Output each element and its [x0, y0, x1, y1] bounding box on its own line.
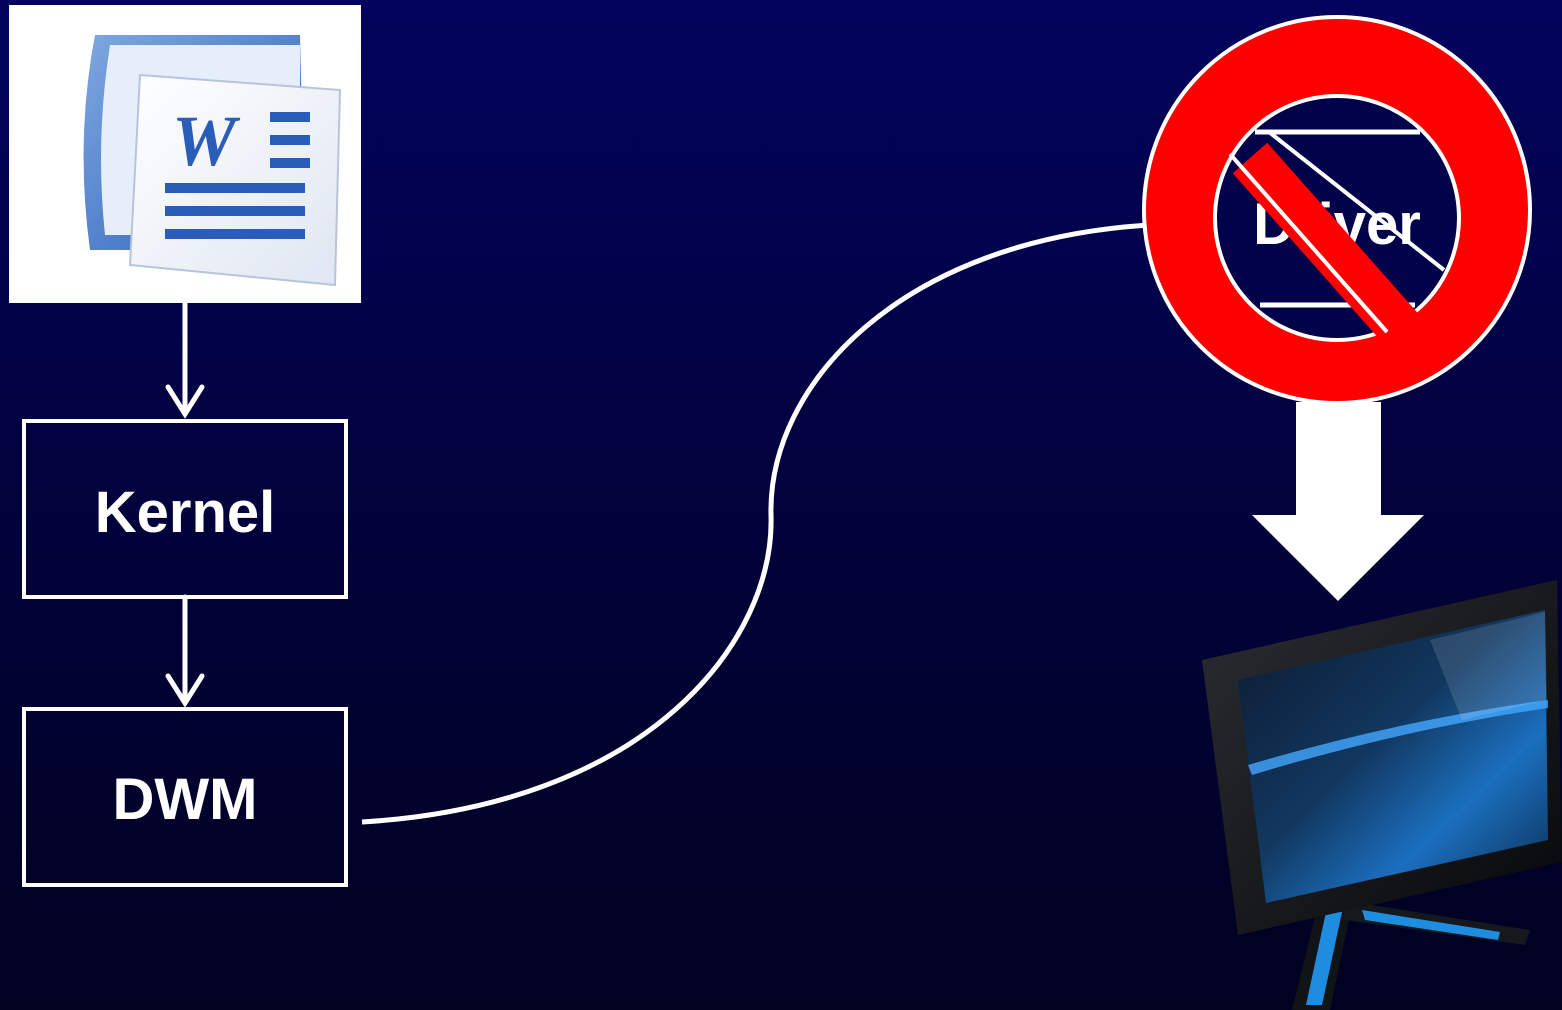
- kernel-box: Kernel: [24, 421, 346, 597]
- word-logo-letter: W: [172, 101, 241, 181]
- down-arrow-icon: [1252, 402, 1424, 601]
- dwm-box: DWM: [24, 709, 346, 885]
- arrow-word-to-kernel: [168, 303, 202, 414]
- connector-dwm-to-driver: [362, 225, 1150, 822]
- arrow-kernel-to-dwm: [168, 597, 202, 703]
- monitor-icon: [1202, 580, 1562, 1010]
- driver-node: Driver: [1144, 17, 1530, 403]
- dwm-label: DWM: [113, 767, 258, 832]
- word-document-icon: W: [9, 5, 361, 303]
- kernel-label: Kernel: [95, 480, 276, 545]
